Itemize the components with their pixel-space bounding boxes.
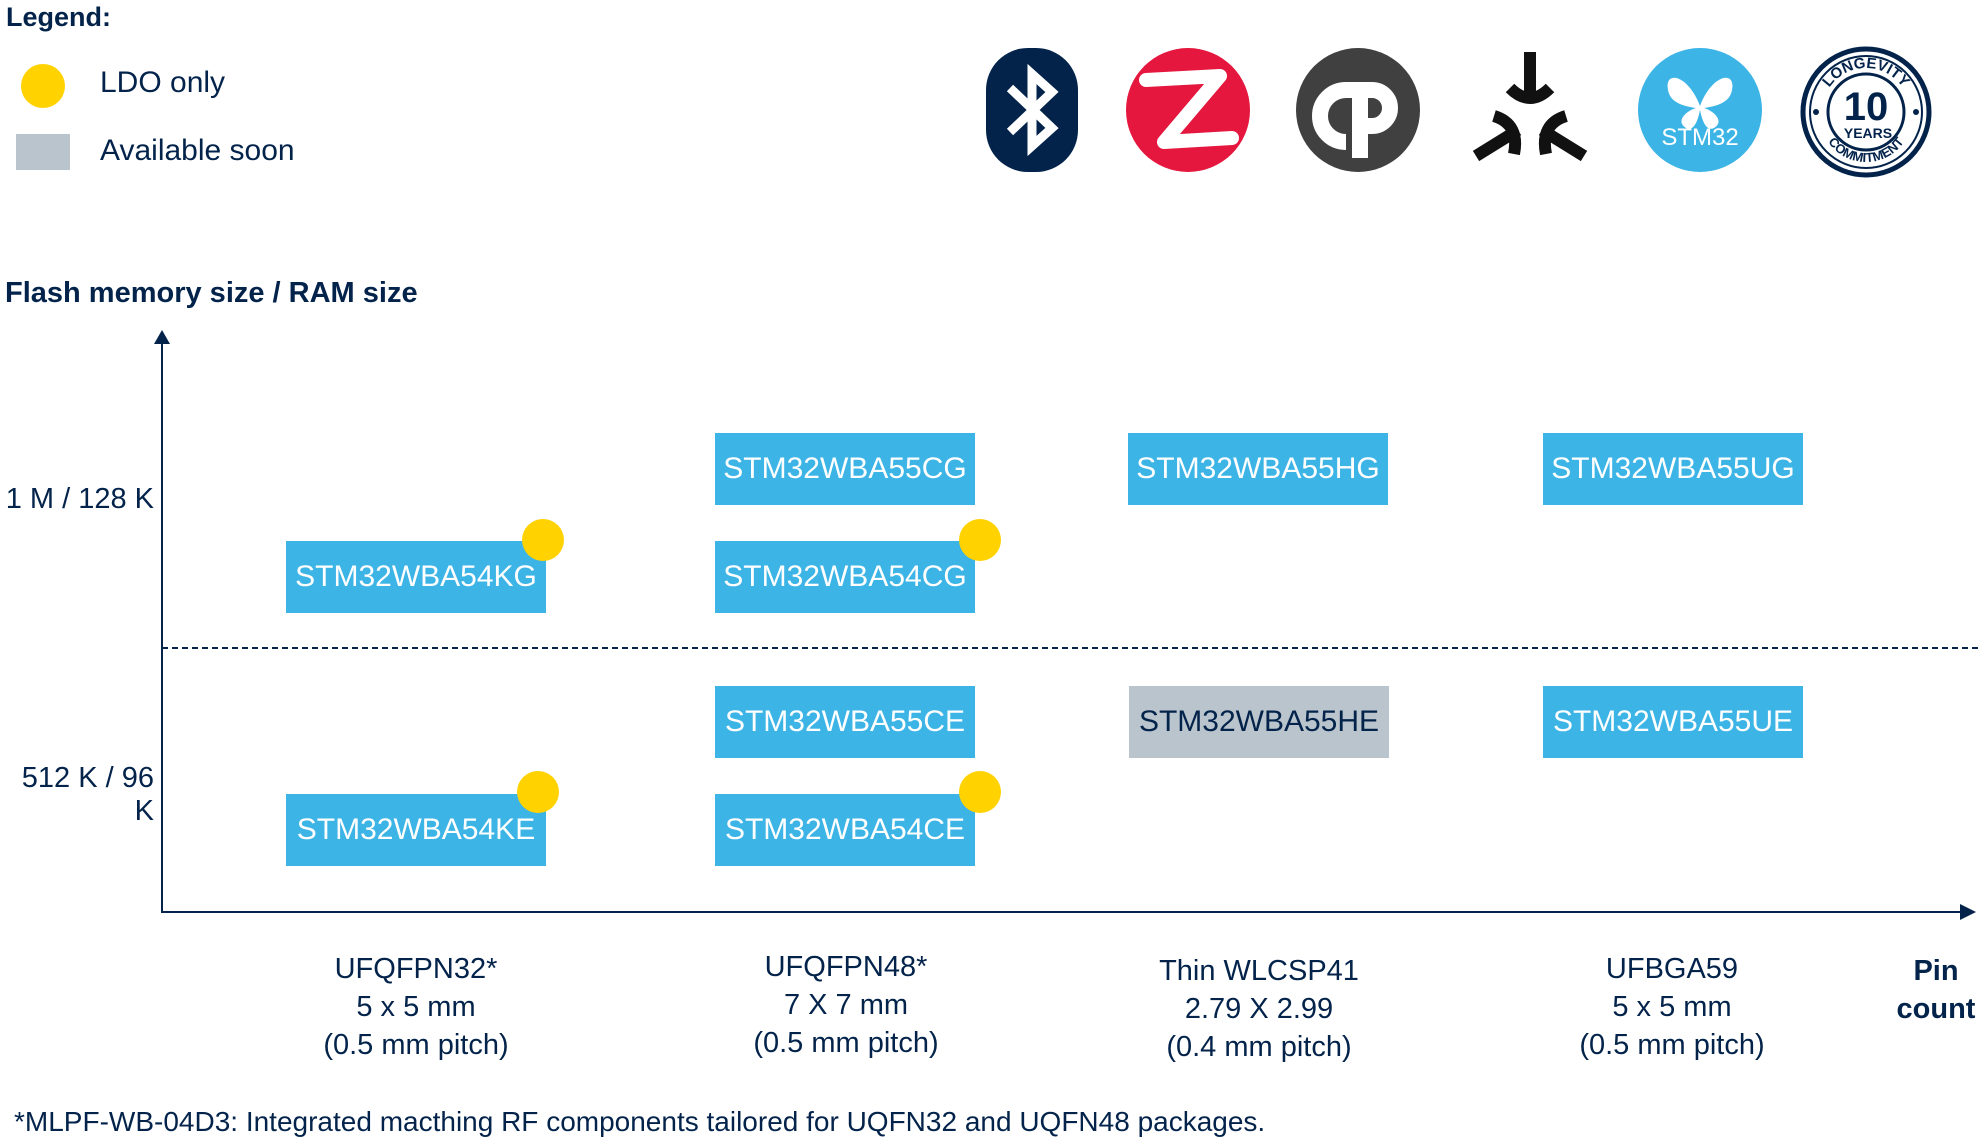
longevity-seal-years: YEARS bbox=[1844, 125, 1892, 141]
available-soon-legend-label: Available soon bbox=[100, 134, 295, 167]
package-label-ufqfpn32: UFQFPN32* 5 x 5 mm (0.5 mm pitch) bbox=[266, 950, 566, 1064]
y-level-label-1m: 1 M / 128 K bbox=[5, 483, 154, 515]
ldo-legend-label: LDO only bbox=[100, 66, 226, 99]
part-box: STM32WBA55UE bbox=[1543, 686, 1803, 758]
longevity-seal-number: 10 bbox=[1844, 85, 1889, 129]
package-pitch: (0.5 mm pitch) bbox=[1579, 1029, 1765, 1061]
thread-icon bbox=[1294, 46, 1422, 174]
memory-divider-line bbox=[162, 647, 1978, 649]
package-size: 5 x 5 mm bbox=[1612, 991, 1732, 1023]
ldo-only-dot bbox=[517, 771, 559, 813]
y-level-label-512k: 512 K / 96 K bbox=[21, 762, 154, 827]
stm32-logo-text: STM32 bbox=[1661, 124, 1739, 151]
available-soon-legend-swatch bbox=[16, 134, 70, 170]
stm32-logo-icon: STM32 bbox=[1636, 46, 1764, 174]
x-axis-title-line1: Pin bbox=[1913, 955, 1959, 987]
y-axis-title: Flash memory size / RAM size bbox=[5, 277, 418, 309]
package-pitch: (0.5 mm pitch) bbox=[753, 1027, 939, 1059]
y-axis-line bbox=[161, 338, 163, 913]
ldo-only-dot bbox=[959, 519, 1001, 561]
package-pitch: (0.4 mm pitch) bbox=[1166, 1031, 1352, 1063]
package-name: UFQFPN32* bbox=[334, 953, 498, 985]
matter-icon bbox=[1466, 46, 1594, 174]
part-box: STM32WBA54KE bbox=[286, 794, 546, 866]
package-size: 5 x 5 mm bbox=[356, 991, 476, 1023]
bluetooth-icon bbox=[982, 46, 1110, 174]
package-label-wlcsp41: Thin WLCSP41 2.79 X 2.99 (0.4 mm pitch) bbox=[1109, 952, 1409, 1066]
package-pitch: (0.5 mm pitch) bbox=[323, 1029, 509, 1061]
part-box: STM32WBA54CE bbox=[715, 794, 975, 866]
part-box: STM32WBA55CE bbox=[715, 686, 975, 758]
package-size: 2.79 X 2.99 bbox=[1184, 993, 1334, 1025]
zigbee-icon bbox=[1124, 46, 1252, 174]
y-axis-arrow-icon bbox=[154, 330, 170, 344]
ldo-legend-dot bbox=[21, 64, 65, 108]
ldo-only-dot bbox=[522, 519, 564, 561]
package-label-ufqfpn48: UFQFPN48* 7 X 7 mm (0.5 mm pitch) bbox=[696, 948, 996, 1062]
package-size: 7 X 7 mm bbox=[783, 989, 909, 1021]
package-name: UFQFPN48* bbox=[764, 951, 928, 983]
x-axis-title-line2: count bbox=[1896, 993, 1976, 1025]
x-axis-line bbox=[161, 911, 1961, 913]
x-axis-title: Pin count bbox=[1896, 952, 1976, 1028]
package-name: Thin WLCSP41 bbox=[1159, 955, 1359, 987]
part-box: STM32WBA55UG bbox=[1543, 433, 1803, 505]
part-box: STM32WBA54CG bbox=[715, 541, 975, 613]
package-name: UFBGA59 bbox=[1605, 953, 1739, 985]
part-box: STM32WBA54KG bbox=[286, 541, 546, 613]
part-box: STM32WBA55CG bbox=[715, 433, 975, 505]
x-axis-arrow-icon bbox=[1960, 904, 1976, 920]
package-label-ufbga59: UFBGA59 5 x 5 mm (0.5 mm pitch) bbox=[1522, 950, 1822, 1064]
ldo-only-dot bbox=[959, 771, 1001, 813]
longevity-commitment-seal: LONGEVITY COMMITMENT 10 YEARS bbox=[1800, 46, 1932, 178]
part-box: STM32WBA55HG bbox=[1128, 433, 1388, 505]
legend-title: Legend: bbox=[6, 2, 111, 32]
part-box-available-soon: STM32WBA55HE bbox=[1129, 686, 1389, 758]
footnote: *MLPF-WB-04D3: Integrated macthing RF co… bbox=[14, 1106, 1266, 1137]
